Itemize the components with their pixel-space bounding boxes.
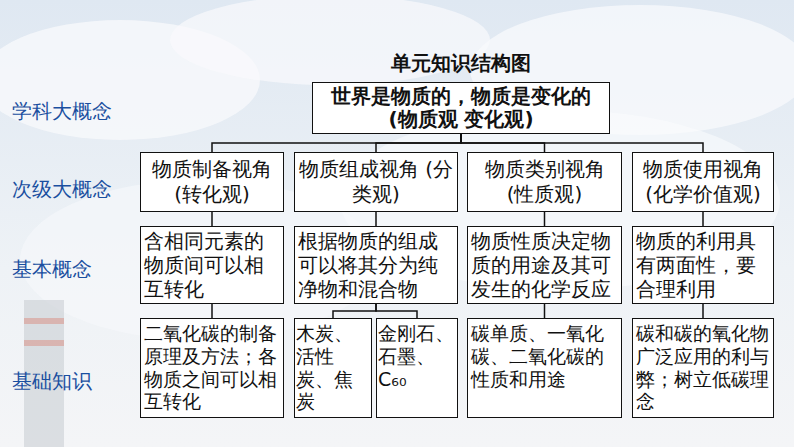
tree-connector (376, 134, 461, 152)
sub-concept-box: 物质制备视角 (转化观) (140, 152, 284, 212)
knowledge-box: 金刚石、石墨、C₆₀ (376, 318, 458, 418)
sub-concept-box: 物质使用视角 (化学价值观) (632, 152, 774, 212)
sub-concept-box: 物质组成视角 (分类观) (294, 152, 458, 212)
level-label: 基础知识 (12, 368, 92, 395)
box-text: 物质制备视角 (转化观) (144, 157, 280, 207)
box-text: 物质组成视角 (分类观) (298, 157, 454, 207)
basic-concept-box: 物质的利用具有两面性，要合理利用 (632, 226, 774, 304)
box-text: 物质类别视角 (性质观) (471, 157, 618, 207)
tree-connector (544, 212, 546, 226)
level-label: 学科大概念 (12, 98, 112, 125)
basic-concept-box: 含相同元素的物质间可以相互转化 (140, 226, 284, 304)
knowledge-box: 木炭、活性炭、焦炭 (294, 318, 372, 418)
box-text: 碳和碳的氧化物广泛应用的利与弊；树立低碳理念 (636, 322, 770, 413)
box-text: 世界是物质的，物质是变化的 (物质观 变化观) (316, 85, 606, 131)
sub-concept-box: 物质类别视角 (性质观) (467, 152, 622, 212)
core-concept-box: 世界是物质的，物质是变化的 (物质观 变化观) (312, 82, 610, 134)
tree-connector (211, 212, 213, 226)
box-text: 含相同元素的物质间可以相互转化 (144, 229, 280, 301)
box-text: 物质的利用具有两面性，要合理利用 (636, 229, 770, 301)
level-label: 次级大概念 (12, 176, 112, 203)
level-label: 基本概念 (12, 256, 92, 283)
basic-concept-box: 物质性质决定物质的用途及其可发生的化学反应 (467, 226, 622, 304)
tree-connector (333, 304, 376, 318)
tree-connector (212, 134, 461, 152)
box-text: 根据物质的组成可以将其分为纯净物和混合物 (298, 229, 454, 301)
box-text: 物质性质决定物质的用途及其可发生的化学反应 (471, 229, 618, 301)
basic-concept-box: 根据物质的组成可以将其分为纯净物和混合物 (294, 226, 458, 304)
box-text: 木炭、活性炭、焦炭 (296, 322, 370, 413)
tree-connector (544, 304, 546, 318)
box-text: 金刚石、石墨、C₆₀ (378, 322, 456, 390)
diagram-title: 单元知识结构图 (391, 50, 531, 77)
tree-connector (376, 304, 417, 318)
box-text: 物质使用视角 (化学价值观) (636, 157, 770, 207)
box-text: 二氧化碳的制备原理及方法；各物质之间可以相互转化 (144, 322, 280, 413)
tree-connector (702, 212, 704, 226)
tree-connector (375, 212, 377, 226)
tree-connector (702, 304, 704, 318)
knowledge-box: 碳和碳的氧化物广泛应用的利与弊；树立低碳理念 (632, 318, 774, 418)
tree-connector (461, 134, 703, 152)
knowledge-box: 二氧化碳的制备原理及方法；各物质之间可以相互转化 (140, 318, 284, 418)
tree-connector (211, 304, 213, 318)
knowledge-box: 碳单质、一氧化碳、二氧化碳的性质和用途 (467, 318, 622, 418)
box-text: 碳单质、一氧化碳、二氧化碳的性质和用途 (471, 322, 618, 390)
